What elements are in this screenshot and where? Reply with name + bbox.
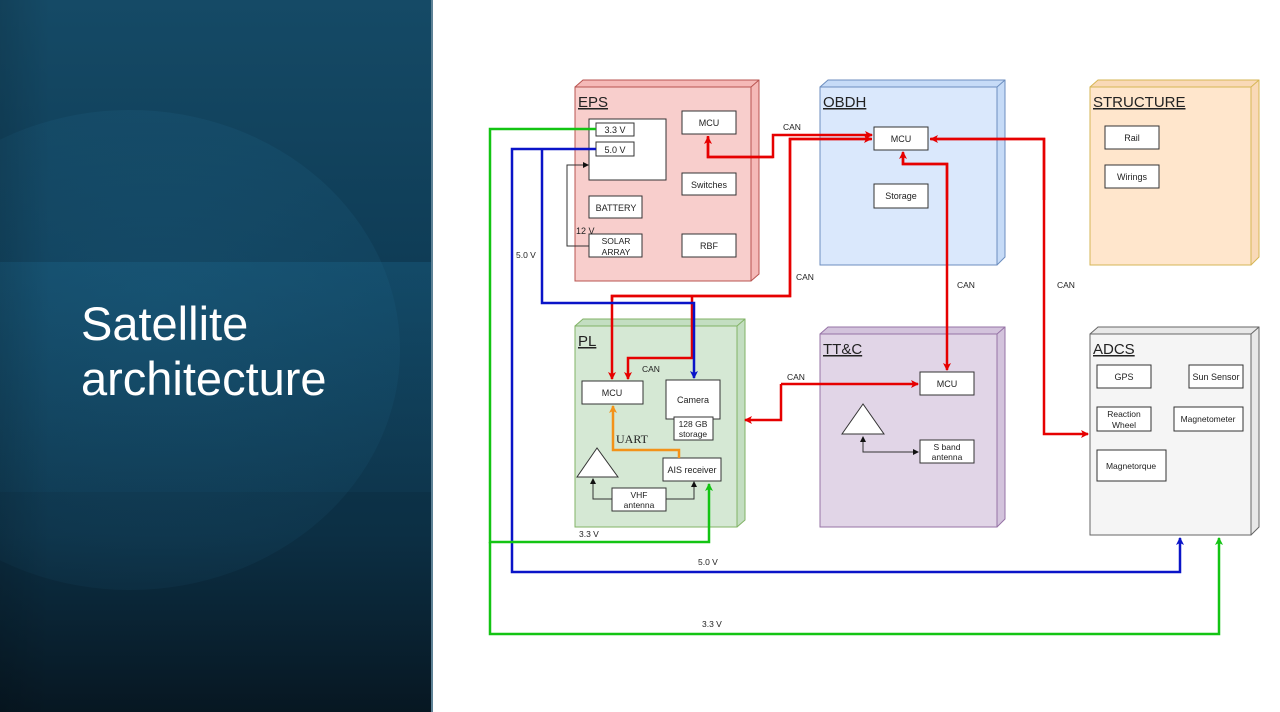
obdh-title: OBDH	[823, 94, 866, 111]
can-ttc-pl-arrow	[744, 384, 783, 424]
adcs-rw-label-1: Reaction	[1107, 409, 1141, 419]
can-obdh-eps-arrow	[704, 136, 773, 159]
can-adcs-obdh-arrow	[930, 135, 1046, 200]
structure-wirings-label: Wirings	[1117, 172, 1148, 182]
eps-3v3-label: 3.3 V	[604, 125, 625, 135]
obdh-storage	[873, 183, 929, 209]
adcs-gps-label: GPS	[1114, 372, 1133, 382]
uart-link	[609, 405, 681, 458]
eps-rbf	[681, 233, 737, 258]
subsystem-adcs: ADCS GPS Sun Sensor Reaction Wheel Magne…	[1089, 326, 1260, 536]
can-pl-internal-label: CAN	[642, 364, 660, 374]
pl-mcu	[581, 380, 644, 405]
solar-voltage-label: 12 V	[576, 226, 595, 236]
adcs-sun-sensor-label: Sun Sensor	[1192, 372, 1239, 382]
pl-mcu-label: MCU	[602, 388, 623, 398]
can-obdh-adcs-label: CAN	[1057, 280, 1075, 290]
can-obdh-ttc-label: CAN	[957, 280, 975, 290]
adcs-magnetometer-label: Magnetometer	[1181, 414, 1236, 424]
obdh-mcu-label: MCU	[891, 134, 912, 144]
ttc-sband-antenna	[919, 439, 975, 464]
can-obdh-pl-label: CAN	[796, 272, 814, 282]
pl-vhf-label-1: VHF	[631, 490, 648, 500]
structure-wirings	[1104, 164, 1160, 189]
structure-title: STRUCTURE	[1093, 94, 1186, 111]
uart-label: UART	[616, 432, 649, 446]
eps-5v0-label: 5.0 V	[604, 145, 625, 155]
can-pl-obdh-arrow	[610, 135, 872, 300]
eps-switches	[681, 172, 737, 196]
ttc-mcu-label: MCU	[937, 379, 958, 389]
can-pl-ttc-label: CAN	[787, 372, 805, 382]
adcs-magnetometer	[1173, 406, 1244, 432]
vhf-to-antenna-line	[590, 478, 612, 500]
subsystem-structure: STRUCTURE Rail Wirings	[1089, 79, 1260, 266]
obdh-box	[819, 86, 998, 266]
eps-battery-label: BATTERY	[596, 203, 637, 213]
v33-bottom-label: 3.3 V	[702, 619, 722, 629]
solar-to-regulator-line	[566, 162, 589, 247]
panel-edge	[431, 0, 433, 712]
adcs-magnetorque-label: Magnetorque	[1106, 461, 1156, 471]
eps-solar-label-1: SOLAR	[602, 236, 631, 246]
eps-mcu	[681, 110, 737, 135]
pl-storage	[673, 416, 714, 441]
subsystem-pl: PL MCU Camera 128 GB storage AIS receive…	[574, 318, 746, 528]
adcs-sun-sensor	[1188, 364, 1244, 389]
pl-storage-label-2: storage	[679, 429, 708, 439]
ttc-title: TT&C	[823, 341, 862, 358]
can-ttc-obdh-arrow	[899, 151, 949, 200]
pl-camera	[665, 379, 721, 420]
vhf-to-ais-line	[666, 481, 697, 500]
v33-pl-label: 3.3 V	[579, 529, 599, 539]
pl-storage-label-1: 128 GB	[679, 419, 708, 429]
power-3v3-links: 3.3 V 3.3 V	[488, 127, 1223, 636]
slide-title-line-1: Satellite	[81, 297, 249, 350]
can-pl-internal-link	[624, 296, 694, 380]
adcs-rw-label-2: Wheel	[1112, 420, 1136, 430]
pl-ais-label: AIS receiver	[667, 465, 716, 475]
power-5v0-links: 5.0 V 5.0 V	[510, 147, 1184, 574]
eps-solar-label-2: ARRAY	[602, 247, 631, 257]
subsystem-eps: EPS 3.3 V 5.0 V MCU Switches BATTERY SOL…	[566, 79, 760, 282]
eps-rbf-label: RBF	[700, 241, 719, 251]
subsystem-obdh: OBDH MCU Storage	[819, 79, 1006, 266]
title-panel: Satellite architecture	[0, 0, 433, 712]
eps-mcu-label: MCU	[699, 118, 720, 128]
structure-rail-label: Rail	[1124, 133, 1140, 143]
vhf-antenna-icon	[576, 447, 619, 478]
v33-eps-adcs-link	[488, 537, 1223, 636]
decorative-stripe	[0, 0, 50, 712]
structure-rail	[1104, 125, 1160, 150]
adcs-title: ADCS	[1093, 341, 1135, 358]
eps-switches-label: Switches	[691, 180, 728, 190]
can-bus-links: CAN CAN CAN CAN CAN CAN	[608, 122, 1089, 438]
obdh-mcu	[873, 126, 929, 151]
ttc-sband-label-2: antenna	[932, 452, 963, 462]
pl-camera-label: Camera	[677, 395, 709, 405]
pl-vhf-label-2: antenna	[624, 500, 655, 510]
v50-eps-adcs-link	[510, 147, 1184, 574]
ttc-sband-label-1: S band	[934, 442, 961, 452]
v50-eps-camera-link	[540, 149, 698, 379]
can-eps-obdh-label: CAN	[783, 122, 801, 132]
subsystem-ttc: TT&C MCU S band antenna	[819, 326, 1006, 528]
decorative-band	[0, 262, 433, 492]
ttc-mcu	[919, 371, 975, 396]
adcs-magnetorque	[1096, 449, 1167, 482]
adcs-reaction-wheel	[1096, 406, 1152, 432]
eps-battery	[588, 195, 643, 219]
sband-antenna-icon	[841, 403, 885, 435]
v50-bottom-label: 5.0 V	[698, 557, 718, 567]
pl-title: PL	[578, 333, 596, 350]
v50-left-label: 5.0 V	[516, 250, 536, 260]
slide-title-line-2: architecture	[81, 352, 327, 405]
obdh-storage-label: Storage	[885, 191, 917, 201]
eps-title: EPS	[578, 94, 608, 111]
adcs-gps	[1096, 364, 1152, 389]
adcs-box	[1089, 333, 1252, 536]
slide-title: Satellite architecture	[81, 296, 327, 406]
